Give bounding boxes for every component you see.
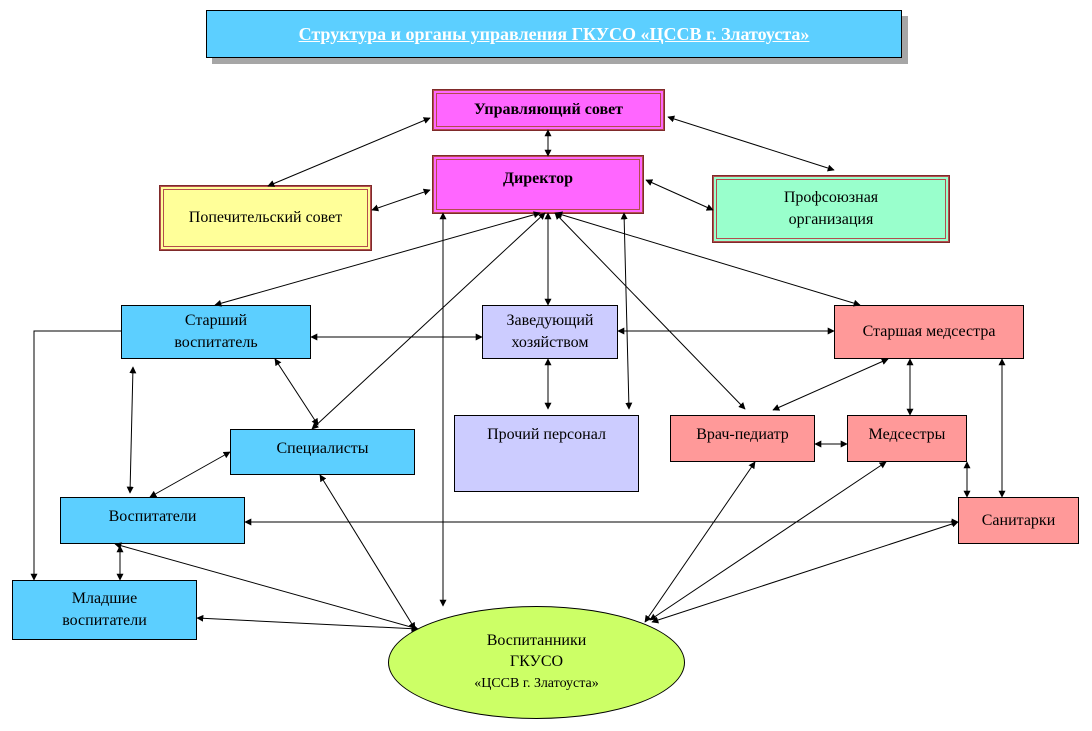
node-mladshie-vospitateli: Младшие воспитатели (12, 580, 197, 640)
node-starshiy-vospitatel: Старший воспитатель (121, 305, 311, 359)
link-direktor-profsoyuz (645, 179, 714, 211)
node-starshaya-medsestra: Старшая медсестра (834, 305, 1024, 359)
link-mlvosp-vospitanniki (196, 614, 419, 633)
link-medsestry-vospitanniki (649, 461, 887, 621)
node-medsestry: Медсестры (847, 415, 967, 462)
link-stmed-vrach (772, 358, 889, 411)
node-popechitelskiy-sovet: Попечительский совет (159, 185, 372, 251)
node-vospitateli: Воспитатели (60, 497, 245, 544)
vospitanniki-line1: Воспитанники (486, 632, 587, 650)
link-upr-profsoyuz (667, 115, 835, 172)
link-vrach-vospitanniki (644, 461, 756, 623)
node-specialisty: Специалисты (230, 429, 415, 475)
node-zaveduyushchiy-hozyaystvom: Заведующий хозяйством (482, 305, 618, 359)
link-upr-popech (267, 117, 431, 187)
link-stvosp-specialisty (274, 358, 319, 426)
link-specialisty-vospitanniki (319, 474, 416, 630)
vospitanniki-line3: «ЦССВ г. Златоуста» (474, 675, 599, 691)
link-sanitarki-vospitanniki (651, 520, 959, 624)
node-vospitanniki: Воспитанники ГКУСО «ЦССВ г. Златоуста» (388, 606, 685, 719)
node-prochiy-personal: Прочий персонал (454, 415, 639, 492)
link-specialisty-vospitateli (149, 451, 231, 498)
link-direktor-prochiy (620, 212, 633, 410)
diagram-title: Структура и органы управления ГКУСО «ЦСС… (206, 10, 902, 58)
node-upravlyayushchiy-sovet: Управляющий совет (432, 89, 665, 131)
node-sanitarki: Санитарки (958, 497, 1079, 544)
vospitanniki-line2: ГКУСО (509, 653, 564, 670)
link-direktor-popech (371, 188, 431, 212)
node-profsoyuznaya-organizaciya: Профсоюзная организация (712, 175, 950, 243)
link-stvosp-vospitateli (126, 366, 137, 494)
node-vrach-pediatr: Врач-педиатр (670, 415, 815, 462)
node-direktor: Директор (432, 155, 644, 214)
